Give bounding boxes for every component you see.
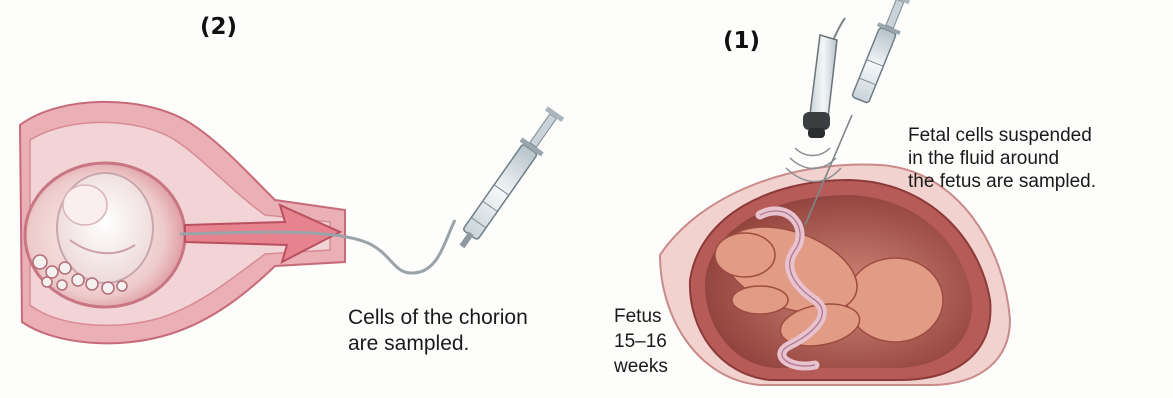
panel-number-right: (1) [723,28,760,54]
fetus-label-line: weeks [614,354,668,379]
caption-amniocentesis: Fetal cells suspended in the fluid aroun… [908,124,1096,193]
fetus-label-line: 15–16 [614,329,668,354]
panel-number-left: (2) [200,14,237,40]
fetus-label-line: Fetus [614,304,668,329]
caption-line: Fetal cells suspended [908,124,1096,147]
caption-line: the fetus are sampled. [908,170,1096,193]
ultrasound-probe [803,18,845,138]
syringe-left [451,105,566,254]
caption-line: in the fluid around [908,147,1096,170]
caption-cvs: Cells of the chorion are sampled. [348,305,528,357]
caption-line: are sampled. [348,331,528,357]
fetus-age-label: Fetus 15–16 weeks [614,304,668,379]
caption-line: Cells of the chorion [348,305,528,331]
